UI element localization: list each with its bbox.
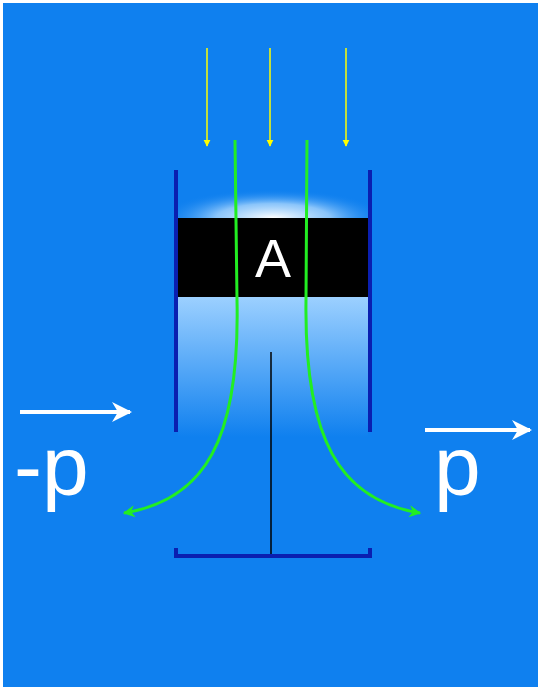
rod xyxy=(270,352,272,556)
inflow-arrow xyxy=(345,48,347,146)
glow-below xyxy=(178,297,368,437)
inflow-arrow xyxy=(206,48,208,146)
base-plate xyxy=(176,548,370,556)
vector-arrow xyxy=(20,410,130,414)
glow-above xyxy=(178,170,368,218)
vector-label: p xyxy=(434,424,481,508)
inflow-arrow xyxy=(269,48,271,146)
cylinder-wall xyxy=(368,170,372,432)
piston-body xyxy=(178,218,368,297)
flow-line xyxy=(124,140,237,513)
piston-label: A xyxy=(255,231,291,285)
cylinder-wall xyxy=(174,170,178,432)
flow-line xyxy=(306,140,420,513)
water-ground xyxy=(3,3,538,687)
vector-label: -p xyxy=(14,424,89,508)
piston-box: A xyxy=(178,218,368,297)
